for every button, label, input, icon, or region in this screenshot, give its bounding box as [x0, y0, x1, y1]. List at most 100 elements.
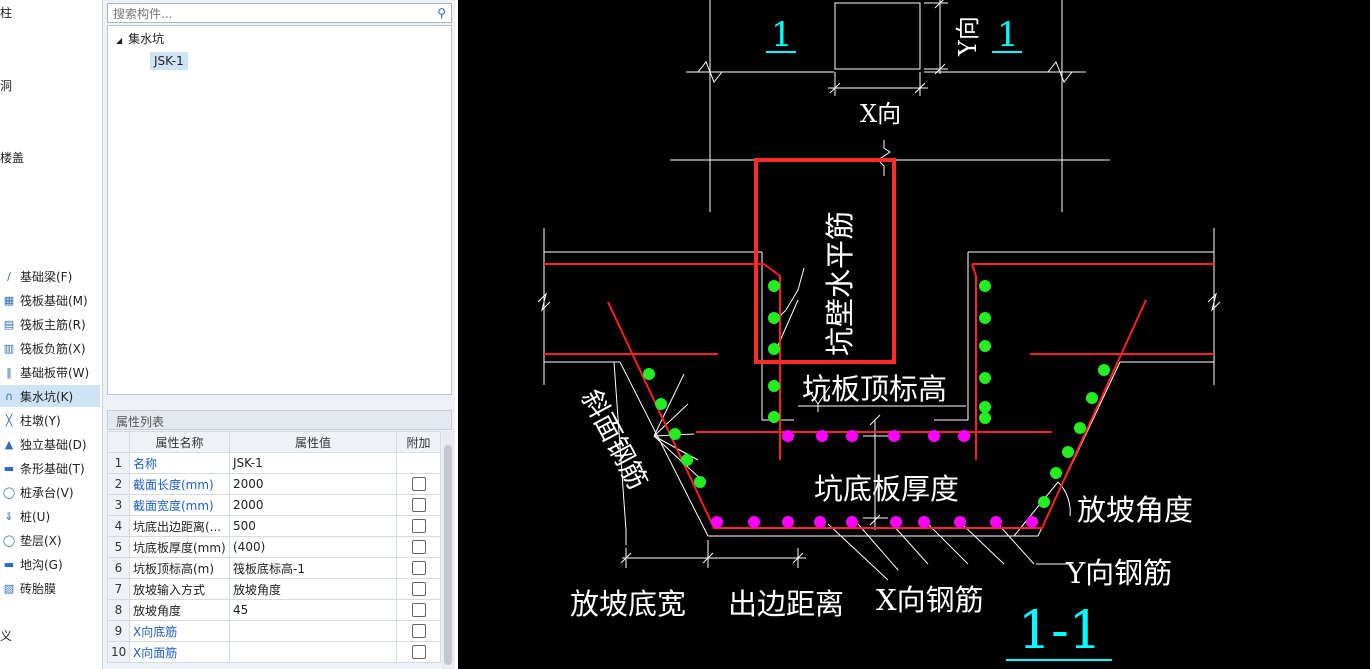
- property-extra: [396, 536, 441, 558]
- extra-checkbox[interactable]: [411, 477, 426, 492]
- highlight-box: [754, 158, 896, 364]
- property-value[interactable]: 2000: [229, 473, 397, 495]
- sidebar-item[interactable]: ▬条形基础(T): [0, 457, 100, 479]
- property-name: 坑板顶标高(m): [129, 557, 230, 579]
- sidebar-item-label: 桩承台(V): [20, 485, 74, 500]
- property-value[interactable]: 45: [229, 599, 397, 621]
- property-value[interactable]: [229, 620, 397, 642]
- slope-bottom-width-label: 放坡底宽: [570, 587, 686, 621]
- x-direction-label: X向: [860, 100, 901, 128]
- sidebar-item[interactable]: ∕基础梁(F): [0, 265, 100, 287]
- property-value[interactable]: (400): [229, 536, 397, 558]
- row-number: 3: [107, 494, 130, 516]
- property-value[interactable]: 2000: [229, 494, 397, 516]
- row-number: 6: [107, 557, 130, 579]
- sidebar-item[interactable]: ‖ 基础板带(W): [0, 361, 100, 383]
- extra-checkbox[interactable]: [411, 519, 426, 534]
- extra-checkbox[interactable]: [411, 603, 426, 618]
- sidebar-item-label: 筏板基础(M): [20, 293, 88, 308]
- tree-node-label: 集水坑: [128, 32, 165, 46]
- extra-checkbox[interactable]: [411, 624, 426, 639]
- clipped-label: 洞: [0, 79, 13, 93]
- sidebar-item[interactable]: ▤筏板主筋(R): [0, 313, 100, 335]
- rebar-icon: ▤: [3, 317, 15, 331]
- scrollbar-thumb[interactable]: [444, 445, 452, 665]
- sidebar-item[interactable]: ⇓桩(U): [0, 505, 100, 527]
- component-panel: ⚲ ◢集水坑 JSK-1 属性列表 属性名称 属性值 附加 1名称JSK-12截…: [103, 0, 455, 669]
- property-name: 坑底板厚度(mm): [129, 536, 230, 558]
- property-extra: [396, 452, 441, 474]
- annotation-labels: 坑壁水平筋 坑板顶标高 斜面钢筋 坑底板厚度 放坡角度 Y向钢筋 放坡底宽 出边…: [570, 211, 1193, 621]
- property-extra: [396, 473, 441, 495]
- section-title: 1-1: [1018, 601, 1102, 661]
- search-input[interactable]: [111, 5, 425, 23]
- sidebar-item[interactable]: ◯垫层(X): [0, 529, 100, 551]
- sidebar-item[interactable]: ◯桩承台(V): [0, 481, 100, 503]
- pile-icon: ⇓: [4, 509, 14, 523]
- header-name: 属性名称: [129, 431, 230, 453]
- sidebar-item-label: 筏板负筋(X): [20, 341, 86, 356]
- left-toolbox: 柱 洞 楼盖 ∕基础梁(F)▦筏板基础(M)▤筏板主筋(R)▥筏板负筋(X)‖基…: [0, 0, 103, 669]
- extra-checkbox[interactable]: [411, 498, 426, 513]
- property-value[interactable]: JSK-1: [229, 452, 397, 474]
- sidebar-item-label: 基础梁(F): [20, 269, 73, 284]
- row-number: 5: [107, 536, 130, 558]
- header-value: 属性值: [229, 431, 397, 453]
- extra-checkbox[interactable]: [411, 645, 426, 660]
- collapse-triangle-icon[interactable]: ◢: [116, 36, 123, 45]
- sidebar-item-label: 基础板带(W): [20, 365, 90, 380]
- sump-icon: ∩: [4, 389, 14, 403]
- slab-thickness-label: 坑底板厚度: [814, 472, 959, 506]
- sidebar-item[interactable]: ▲独立基础(D): [0, 433, 100, 455]
- sidebar-item[interactable]: ╳柱墩(Y): [0, 409, 100, 431]
- trench-icon: ▬: [3, 557, 15, 571]
- extra-checkbox[interactable]: [411, 540, 426, 555]
- sidebar-item-label: 独立基础(D): [20, 437, 87, 452]
- clipped-label: 义: [0, 629, 13, 643]
- property-name: 放坡角度: [129, 599, 230, 621]
- search-box[interactable]: ⚲: [107, 3, 452, 23]
- table-header-row: 属性名称 属性值 附加: [107, 431, 441, 453]
- x-rebar-label: X向钢筋: [876, 583, 984, 617]
- strip-icon: ‖: [6, 365, 12, 379]
- extra-checkbox[interactable]: [411, 582, 426, 597]
- tree-node-sump[interactable]: ◢ 集水坑: [116, 30, 164, 47]
- strip-footing-icon: ▬: [3, 461, 15, 475]
- slope-angle-label: 放坡角度: [1077, 493, 1193, 527]
- cad-drawing-canvas[interactable]: X向 Y向 1 1: [458, 0, 1370, 669]
- sidebar-item[interactable]: ▦筏板基础(M): [0, 289, 100, 311]
- property-name: X向底筋: [129, 620, 230, 642]
- property-value[interactable]: 筏板底标高-1: [229, 557, 397, 579]
- tree-leaf-jsk1[interactable]: JSK-1: [150, 52, 188, 70]
- extra-checkbox[interactable]: [411, 561, 426, 576]
- property-value[interactable]: 500: [229, 515, 397, 537]
- sidebar-item[interactable]: ▥筏板负筋(X): [0, 337, 100, 359]
- magenta-rebar-dots: [711, 430, 1038, 528]
- section-drawing: X向 Y向 1 1: [537, 0, 1221, 661]
- sidebar-item[interactable]: ▧砖胎膜: [0, 577, 100, 599]
- sidebar-item[interactable]: ∩集水坑(K): [0, 385, 100, 407]
- property-value[interactable]: [229, 641, 397, 663]
- brick-mold-icon: ▧: [3, 581, 15, 595]
- component-tree: ◢ 集水坑 JSK-1: [107, 25, 452, 395]
- slope-rebar-label: 斜面钢筋: [575, 385, 653, 495]
- plan-pit-rect: [834, 2, 921, 70]
- search-icon[interactable]: ⚲: [437, 6, 446, 20]
- property-extra: [396, 620, 441, 642]
- slab-top-elevation-label: 坑板顶标高: [802, 372, 947, 406]
- row-number: 4: [107, 515, 130, 537]
- property-value[interactable]: 放坡角度: [229, 578, 397, 600]
- pier-icon: ╳: [5, 413, 13, 427]
- sidebar-item[interactable]: ▬地沟(G): [0, 553, 100, 575]
- properties-scrollbar[interactable]: [442, 431, 454, 669]
